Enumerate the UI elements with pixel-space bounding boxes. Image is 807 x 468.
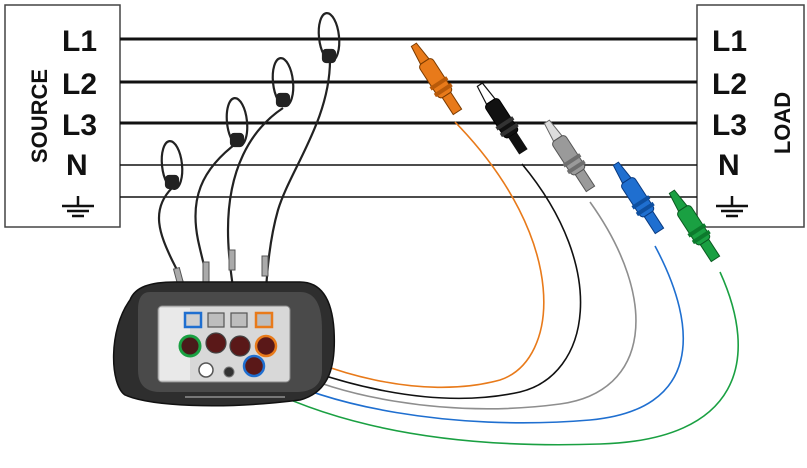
earth-ground-icon [716,196,748,218]
current-clamps [160,12,341,190]
voltage-socket-gnd [178,334,202,358]
green-probe-icon [668,189,721,263]
current-socket-4 [254,311,274,329]
gray-cable [289,201,637,410]
current-input-sockets [183,311,274,329]
current-clamp-icon [317,12,341,64]
earth-ground-icon [62,196,94,218]
load-panel: LOAD L1 L2 L3 N [696,4,805,228]
source-label-l3: L3 [62,109,97,142]
auxiliary-port [198,362,214,378]
load-label-l3: L3 [712,109,747,142]
load-label-l2: L2 [712,68,747,101]
source-title: SOURCE [27,69,52,163]
current-socket-2 [207,312,225,328]
orange-cable [274,121,545,389]
clamp-sleeve-4 [261,255,269,277]
black-probe-icon [476,82,528,155]
current-clamp-icon [225,97,249,148]
clamp-sleeve-3 [228,249,236,271]
voltage-socket-l1 [205,332,227,354]
orange-probe-icon [410,42,463,116]
source-panel: SOURCE L1 L2 L3 N [4,4,121,228]
load-label-l1: L1 [712,25,747,58]
blue-probe-icon [612,161,665,235]
blue-cable [267,245,684,424]
voltage-socket-l2 [229,335,251,357]
current-socket-1 [183,311,203,329]
bus-lines [120,37,697,198]
power-quality-analyzer-icon [112,281,336,407]
voltage-socket-n [242,354,266,378]
source-label-n: N [66,149,88,182]
black-cable [281,163,582,400]
voltage-probes [410,42,721,263]
load-label-n: N [718,149,740,182]
voltage-socket-l3 [254,334,278,358]
voltage-input-sockets [178,332,278,378]
source-box [4,4,121,228]
clamp-cable-4 [263,59,332,313]
current-clamp-icon [271,57,295,108]
current-clamp-cables [157,59,332,313]
usb-port-icon [223,366,235,378]
current-socket-3 [230,312,248,328]
load-box [696,4,805,228]
gray-probe-icon [543,119,596,193]
load-title: LOAD [770,92,795,154]
source-label-l2: L2 [62,68,97,101]
clamp-sleeve-2 [202,261,210,283]
source-label-l1: L1 [62,25,97,58]
current-clamp-icon [160,140,184,190]
